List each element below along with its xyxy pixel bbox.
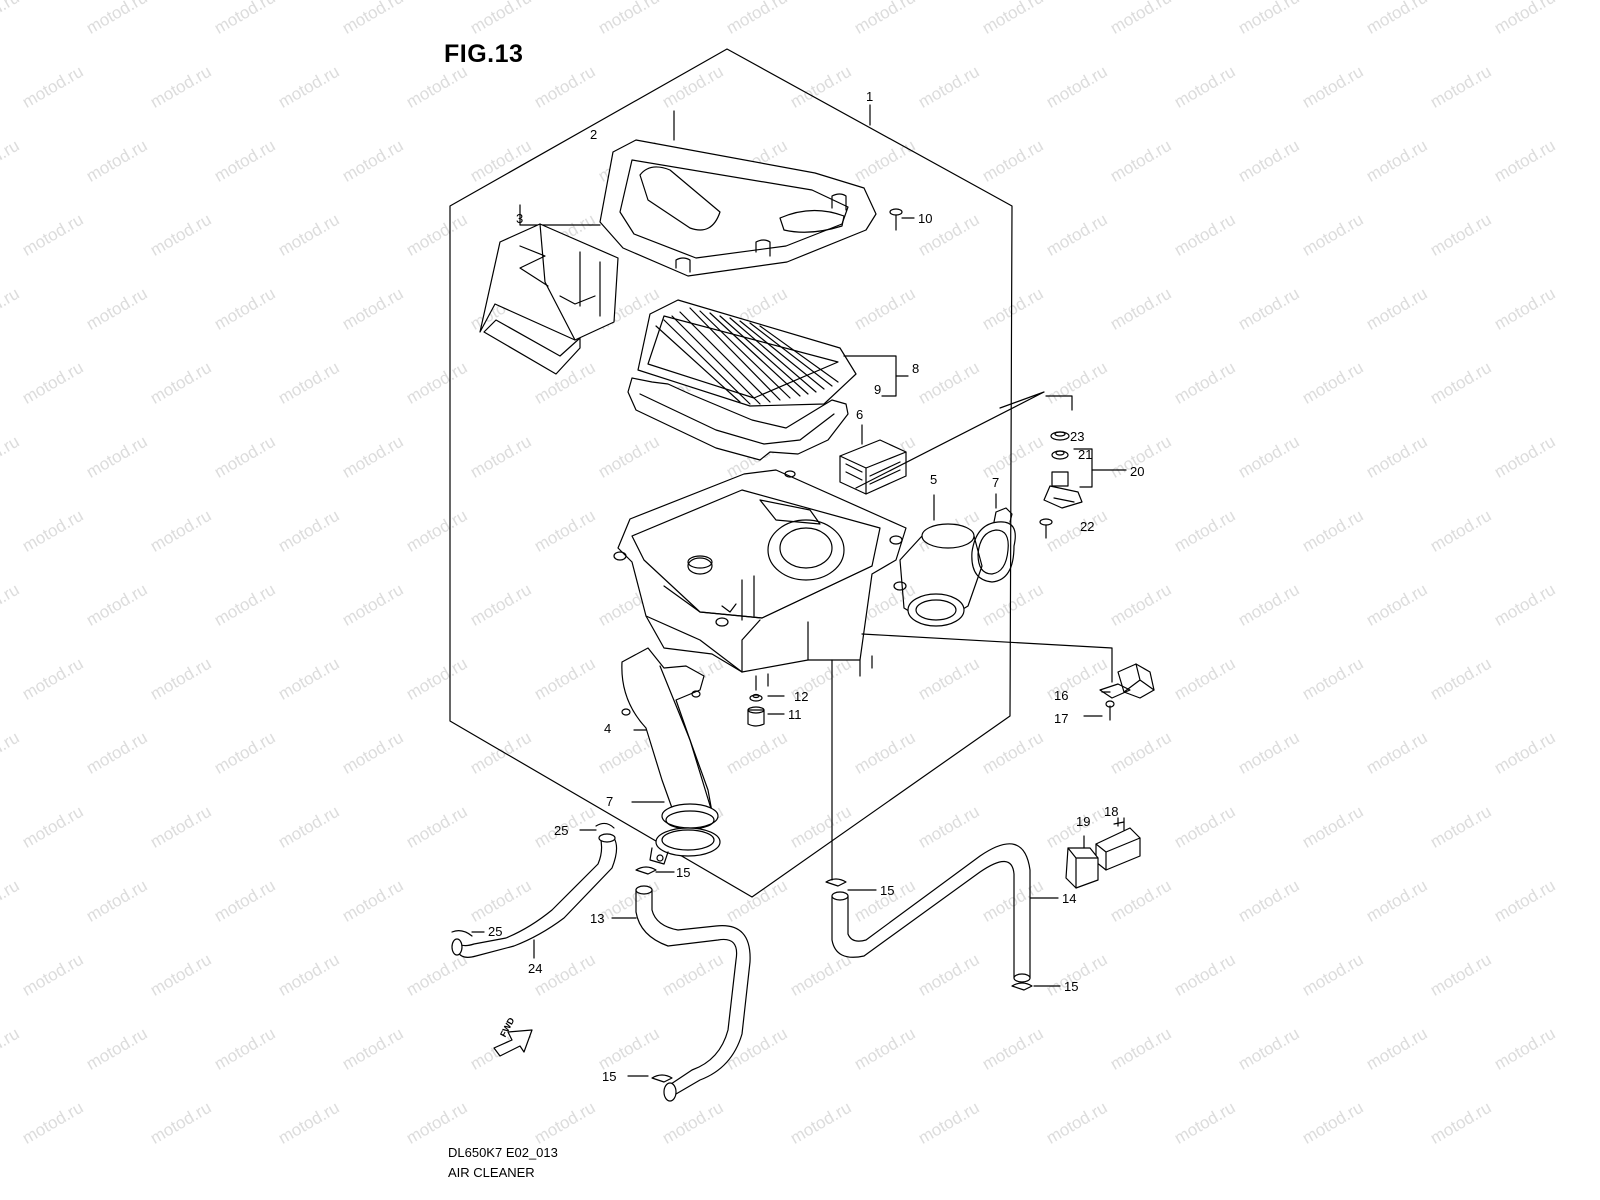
- callout-24: 24: [528, 961, 543, 976]
- callout-19: 19: [1076, 814, 1091, 829]
- part-clamp-lower: [631, 801, 721, 865]
- part-screw-10: [889, 208, 915, 231]
- callout-25-lower: 25: [488, 924, 503, 939]
- callout-15-d: 15: [602, 1069, 617, 1084]
- diagram-code: DL650K7 E02_013: [448, 1145, 558, 1160]
- part-lower-case: [613, 469, 1113, 691]
- callout-6: 6: [856, 407, 864, 422]
- fwd-arrow: [493, 1029, 533, 1057]
- part-foam-block: [839, 424, 907, 495]
- part-intake-pipe: [621, 647, 719, 830]
- callout-7-upper: 7: [992, 475, 1000, 490]
- part-pressure-sensor: [1099, 663, 1155, 721]
- part-inlet-funnel: [893, 494, 983, 627]
- part-hose-14: [825, 843, 1059, 991]
- callout-5: 5: [930, 472, 938, 487]
- part-filter-element: [627, 299, 909, 461]
- callout-2: 2: [590, 127, 598, 142]
- callout-15-a: 15: [676, 865, 691, 880]
- callout-8: 8: [912, 361, 920, 376]
- callout-15-b: 15: [880, 883, 895, 898]
- callout-11: 11: [788, 707, 802, 722]
- callout-4: 4: [604, 721, 612, 736]
- callout-20: 20: [1130, 464, 1145, 479]
- part-hose-13: [611, 866, 751, 1102]
- part-iat-sensor: [855, 391, 1127, 539]
- callout-23: 23: [1070, 429, 1085, 444]
- part-cover: [599, 110, 877, 277]
- callout-1: 1: [866, 89, 874, 104]
- callout-25-upper: 25: [554, 823, 569, 838]
- callout-10: 10: [918, 211, 933, 226]
- callout-22: 22: [1080, 519, 1095, 534]
- callout-7-lower: 7: [606, 794, 614, 809]
- diagram-name: AIR CLEANER: [448, 1165, 535, 1180]
- callout-17: 17: [1054, 711, 1069, 726]
- callout-14: 14: [1062, 891, 1077, 906]
- part-hose-24: [451, 822, 618, 959]
- part-intake-duct: [479, 204, 619, 375]
- callout-15-c: 15: [1064, 979, 1079, 994]
- part-connector-18-19: [1065, 817, 1141, 889]
- callout-16: 16: [1054, 688, 1069, 703]
- part-drain-plug: [747, 693, 785, 727]
- callout-21: 21: [1078, 447, 1093, 462]
- callout-13: 13: [590, 911, 605, 926]
- callout-12: 12: [794, 689, 809, 704]
- part-clamp-upper: [971, 493, 1016, 583]
- callout-3: 3: [516, 211, 524, 226]
- callout-9: 9: [874, 382, 882, 397]
- figure-title: FIG.13: [444, 40, 524, 68]
- callout-18: 18: [1104, 804, 1119, 819]
- assembly-outline: [449, 48, 1013, 898]
